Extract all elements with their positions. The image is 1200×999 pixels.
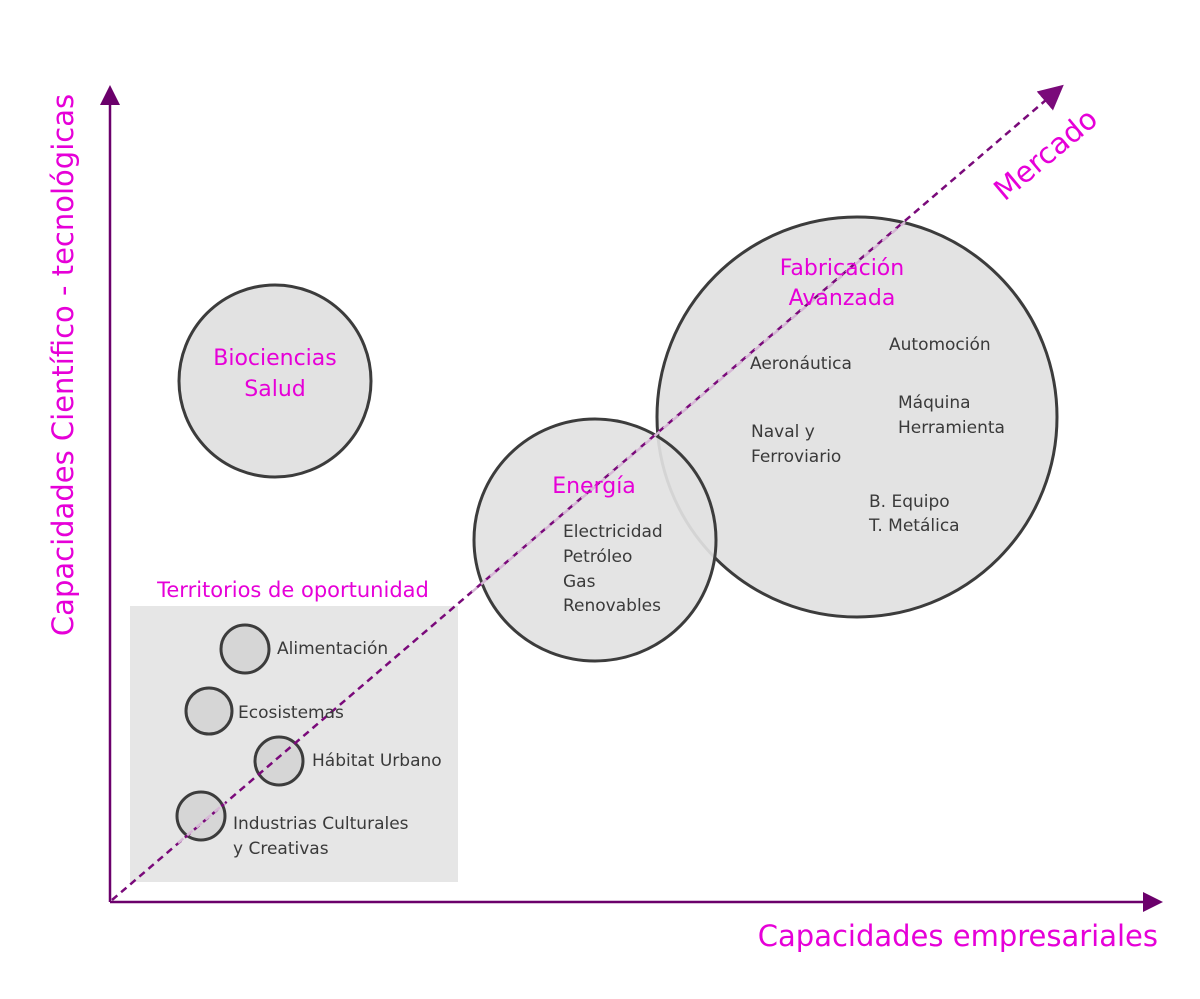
market-diagonal-faded	[471, 221, 906, 593]
habitat-label: Hábitat Urbano	[312, 751, 442, 771]
market-diagonal-faded-2	[177, 802, 226, 844]
biociencias-title-line1: Biociencias	[213, 346, 337, 371]
ecosistemas-label: Ecosistemas	[238, 703, 344, 723]
energia-item: Petróleo	[563, 547, 632, 567]
energia-title: Energía	[552, 474, 636, 499]
industrias-label-line2: y Creativas	[233, 839, 329, 859]
naval-label-line1: Naval y	[751, 422, 815, 442]
maquina-label-line2: Herramienta	[898, 418, 1005, 438]
ecosistemas-circle	[184, 686, 234, 736]
automocion-label: Automoción	[889, 335, 991, 355]
energia-item: Renovables	[563, 596, 661, 616]
fabricacion-title-line2: Avanzada	[789, 286, 896, 311]
alimentacion-label: Alimentación	[277, 639, 388, 659]
energia-item: Gas	[563, 572, 596, 592]
aeronautica-label: Aeronáutica	[750, 354, 852, 374]
x-axis-label: Capacidades empresariales	[758, 919, 1158, 953]
industrias-label-line1: Industrias Culturales	[233, 814, 409, 834]
maquina-label-line1: Máquina	[898, 393, 971, 413]
fabricacion-title-line1: Fabricación	[780, 256, 904, 281]
territorios-title: Territorios de oportunidad	[156, 578, 429, 602]
bequipo-label-line1: B. Equipo	[869, 492, 950, 512]
market-label: Mercado	[987, 101, 1104, 207]
industrias-circle	[175, 790, 227, 842]
energia-item: Electricidad	[563, 522, 663, 542]
habitat-circle	[253, 735, 305, 787]
biociencias-title-line2: Salud	[244, 377, 305, 402]
alimentacion-circle	[219, 623, 271, 675]
y-axis-label: Capacidades Científico - tecnológicas	[46, 94, 80, 636]
bequipo-label-line2: T. Metálica	[868, 516, 960, 536]
biociencias-circle	[177, 283, 373, 479]
fabricacion-circle	[655, 215, 1059, 619]
naval-label-line2: Ferroviario	[751, 447, 841, 467]
energia-circle	[472, 417, 718, 663]
